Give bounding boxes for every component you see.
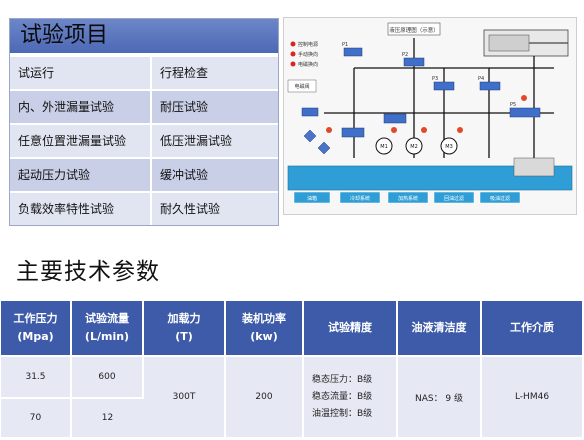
- valve-label: P1: [342, 42, 348, 48]
- hydraulic-schematic-image: 液压原理图（示意） 控制电源 手动换向 电磁换向: [283, 17, 577, 215]
- header-cell: 工作压力 (Mpa): [1, 301, 72, 356]
- params-header-row: 工作压力 (Mpa) 试验流量 (L/min) 加载力 (T) 装机功率 (kw) 试验…: [1, 301, 582, 356]
- tank-label: 吸油过滤: [490, 195, 510, 202]
- test-item-cell: 耐压试验: [152, 91, 278, 123]
- legend-label: 电磁换向: [298, 61, 318, 68]
- header-unit: (L/min): [84, 330, 130, 343]
- test-items-panel: 试验项目 试运行 行程检查 内、外泄漏量试验 耐压试验 任意位置泄漏量试验 低压…: [9, 18, 279, 226]
- test-item-cell: 试运行: [10, 57, 152, 89]
- pressure-value: 70: [1, 397, 72, 437]
- accuracy-cell: 稳态压力：B级 稳态流量：B级 油温控制：B级: [303, 355, 398, 437]
- tank-label: 加热系统: [398, 195, 418, 202]
- cleanliness-value: NAS： 9 级: [397, 355, 482, 437]
- test-item-cell: 起动压力试验: [10, 159, 152, 191]
- params-table: 工作压力 (Mpa) 试验流量 (L/min) 加载力 (T) 装机功率 (kw) 试验…: [1, 301, 582, 437]
- header-cell: 试验精度: [303, 301, 398, 356]
- header-name: 试验精度: [328, 321, 372, 334]
- header-cell: 加载力 (T): [143, 301, 226, 356]
- header-name: 装机功率: [242, 312, 286, 325]
- valve-label: P3: [432, 76, 438, 82]
- load-value: 300T: [143, 355, 226, 437]
- header-name: 加载力: [167, 312, 201, 325]
- header-cell: 油液清洁度: [397, 301, 482, 356]
- test-item-cell: 行程检查: [152, 57, 278, 89]
- gauge-icon: [326, 95, 527, 133]
- schematic-title: 液压原理图（示意）: [389, 26, 439, 34]
- accuracy-line: 稳态流量：B级: [312, 391, 373, 402]
- test-item-cell: 任意位置泄漏量试验: [10, 125, 152, 157]
- legend-marker-icon: [290, 61, 296, 67]
- legend-marker-icon: [290, 41, 296, 47]
- header-name: 工作压力: [13, 312, 58, 325]
- tank-label: 冷却系统: [350, 195, 370, 202]
- test-item-cell: 缓冲试验: [152, 159, 278, 191]
- valve-label: P2: [402, 52, 408, 58]
- test-item-row: 任意位置泄漏量试验 低压泄漏试验: [10, 123, 278, 157]
- legend-label: 控制电源: [298, 41, 318, 48]
- header-name: 试验流量: [85, 312, 129, 325]
- schematic-drawing: 液压原理图（示意） 控制电源 手动换向 电磁换向: [287, 22, 573, 204]
- header-cell: 试验流量 (L/min): [71, 301, 144, 356]
- test-item-cell: 耐久性试验: [152, 193, 278, 225]
- test-item-row: 试运行 行程检查: [10, 55, 278, 89]
- tank-label-blocks: [293, 191, 521, 204]
- header-unit: (T): [175, 330, 193, 343]
- legend-label: 手动换向: [298, 51, 318, 58]
- test-item-row: 起动压力试验 缓冲试验: [10, 157, 278, 191]
- schematic-side-label: 电磁阀: [294, 83, 309, 90]
- header-unit: (kw): [250, 330, 278, 343]
- flow-value: 12: [71, 397, 143, 437]
- test-item-cell: 负载效率特性试验: [10, 193, 152, 225]
- test-item-cell: 低压泄漏试验: [152, 125, 278, 157]
- valve-label: P5: [510, 102, 516, 108]
- flow-value: 600: [71, 355, 144, 398]
- tank-label: 回油过滤: [444, 195, 464, 202]
- accuracy-line: 稳态压力：B级: [312, 374, 373, 385]
- header-name: 工作介质: [510, 321, 554, 334]
- legend-marker-icon: [290, 51, 296, 57]
- pump-label: M3: [445, 144, 453, 150]
- header-cell: 装机功率 (kw): [225, 301, 304, 356]
- accuracy-line: 油温控制：B级: [312, 408, 373, 419]
- filter-icon: [303, 129, 331, 155]
- test-item-row: 负载效率特性试验 耐久性试验: [10, 191, 278, 225]
- table-row: 70 12: [1, 397, 582, 437]
- pump-label: M2: [410, 144, 418, 150]
- pressure-value: 31.5: [1, 355, 72, 398]
- tank-label: 油箱: [307, 195, 317, 202]
- header-cell: 工作介质: [481, 301, 582, 356]
- test-item-cell: 内、外泄漏量试验: [10, 91, 152, 123]
- header-unit: (Mpa): [17, 330, 54, 343]
- params-heading: 主要技术参数: [16, 259, 160, 285]
- pump-label: M1: [380, 144, 388, 150]
- table-row: 31.5 600 300T 200 稳态压力：B级 稳态流量：B级 油温控制：B…: [1, 355, 582, 437]
- medium-value: L-HM46: [481, 355, 582, 437]
- pump-motor-icon: [375, 137, 458, 155]
- valve-label: P4: [478, 76, 484, 82]
- valve-block-icon: [301, 47, 541, 138]
- header-name: 油液清洁度: [411, 321, 467, 334]
- test-item-row: 内、外泄漏量试验 耐压试验: [10, 89, 278, 123]
- test-items-title: 试验项目: [10, 19, 278, 55]
- power-value: 200: [225, 355, 304, 437]
